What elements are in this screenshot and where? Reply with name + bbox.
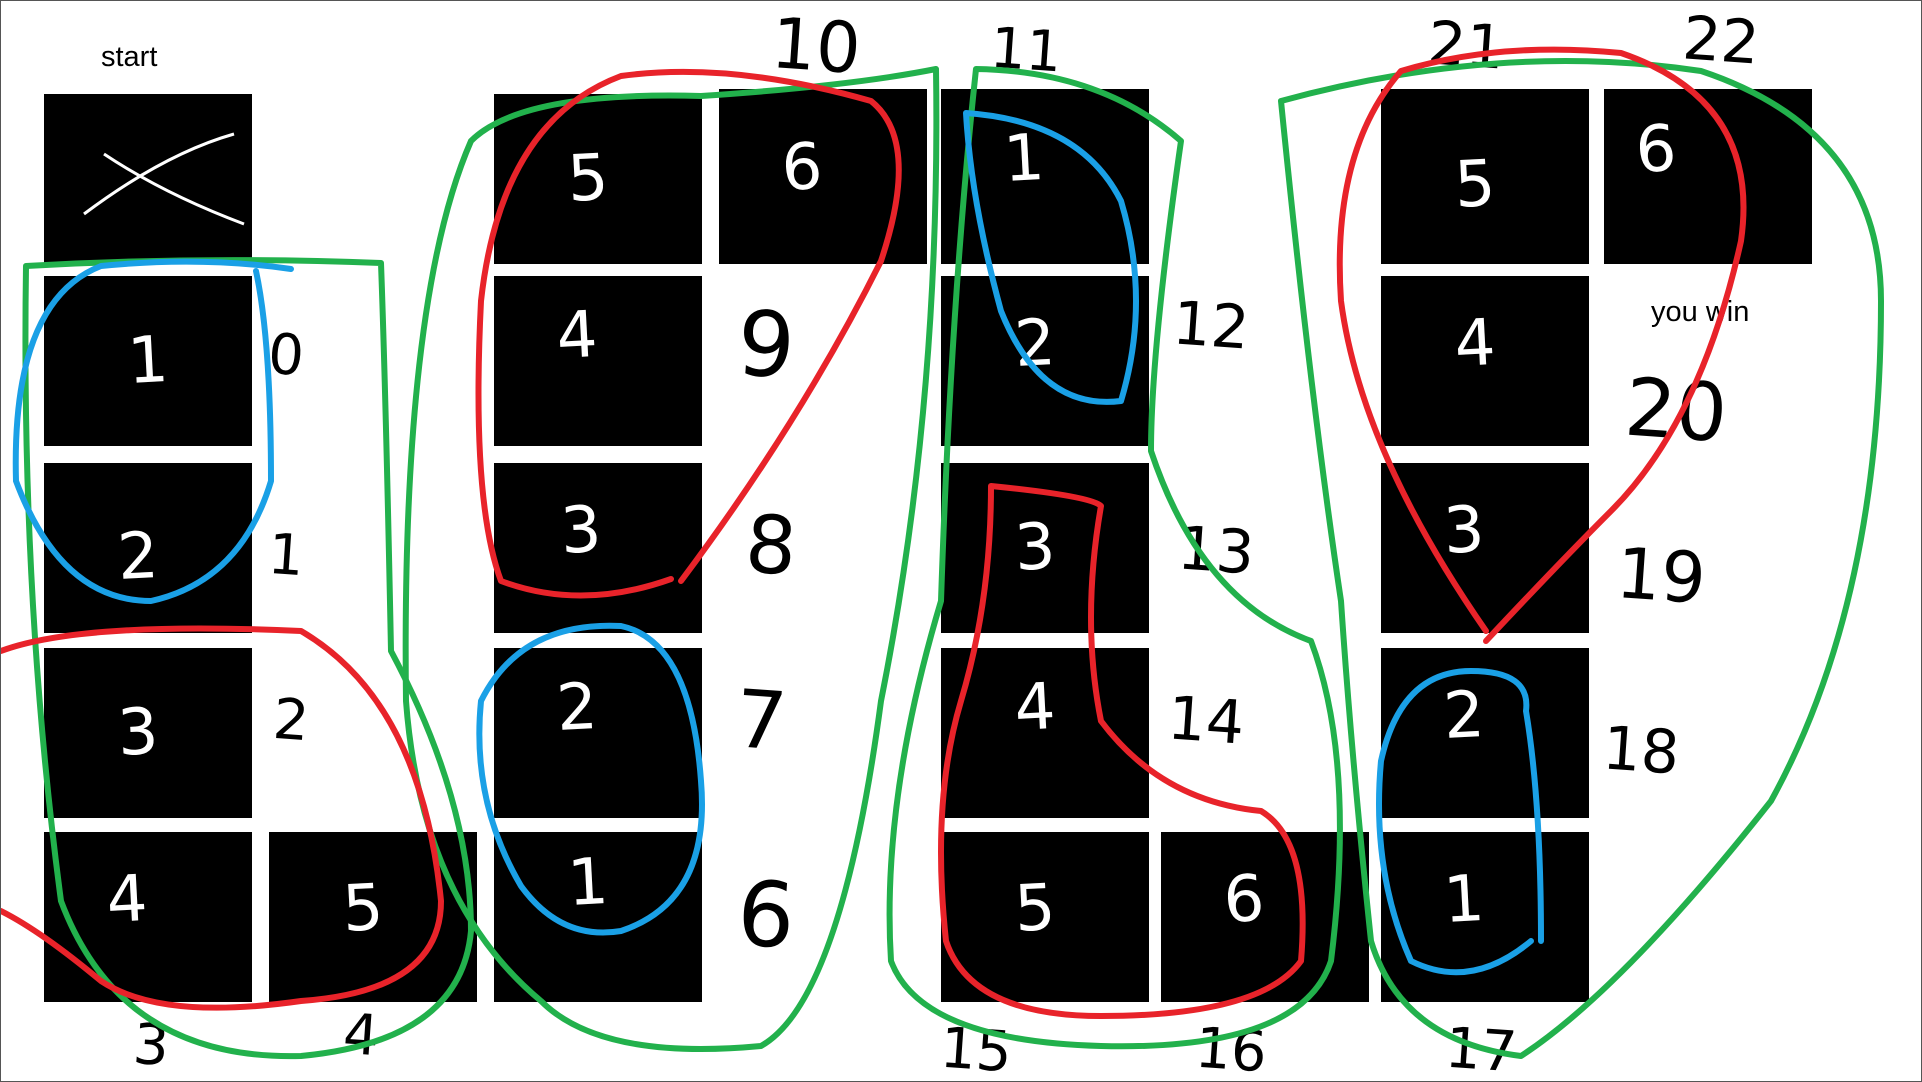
tile-number: 1 <box>125 322 171 400</box>
board-tile: 2 <box>941 276 1149 446</box>
tile-number: 6 <box>1221 861 1267 939</box>
step-number: 3 <box>130 1011 172 1080</box>
you-win-label: you win <box>1651 296 1750 328</box>
board-tile: 1 <box>1381 832 1589 1002</box>
step-number: 16 <box>1193 1015 1269 1082</box>
board-tile: 1 <box>941 89 1149 264</box>
board-tile: 5 <box>941 832 1149 1002</box>
step-number: 9 <box>733 291 799 400</box>
step-number: 22 <box>1680 3 1762 79</box>
tile-number: 1 <box>565 844 610 922</box>
step-number: 4 <box>340 1001 382 1070</box>
step-number: 21 <box>1425 8 1507 84</box>
tile-number: 2 <box>115 518 160 595</box>
step-number: 10 <box>768 1 864 91</box>
board-tile: 4 <box>494 276 702 446</box>
tile-number: 5 <box>565 140 610 218</box>
tile-number: 4 <box>1452 305 1497 383</box>
board-tile: 6 <box>1604 89 1812 264</box>
step-number: 8 <box>742 497 800 594</box>
tile-number: 4 <box>104 861 150 939</box>
board-tile: 6 <box>1161 832 1369 1002</box>
step-number: 20 <box>1622 360 1731 461</box>
tile-number: 3 <box>1441 492 1487 570</box>
tile-number: 5 <box>340 870 385 947</box>
tile-number: 1 <box>1001 120 1047 198</box>
tile-number: 6 <box>1633 112 1679 189</box>
board-tile: 2 <box>494 648 702 818</box>
start-tile <box>44 94 252 264</box>
step-number: 14 <box>1165 683 1247 759</box>
tile-number: 3 <box>115 694 160 772</box>
tile-number: 4 <box>554 297 600 374</box>
board-tile: 2 <box>44 463 252 633</box>
step-number: 11 <box>988 15 1064 86</box>
tile-number: 1 <box>1441 861 1487 939</box>
tile-number: 4 <box>1012 669 1057 746</box>
step-number: 7 <box>732 672 790 769</box>
step-number: 0 <box>265 321 307 390</box>
board-tile: 1 <box>44 276 252 446</box>
board-tile: 5 <box>494 94 702 264</box>
tile-number: 2 <box>1441 677 1487 755</box>
tile-number: 3 <box>559 492 604 570</box>
step-number: 6 <box>733 861 799 970</box>
step-number: 1 <box>265 521 307 590</box>
board-tile: 5 <box>269 832 477 1002</box>
step-number: 12 <box>1170 288 1252 364</box>
step-number: 18 <box>1600 713 1682 789</box>
board-tile: 3 <box>494 463 702 633</box>
board-tile: 6 <box>719 89 927 264</box>
tile-number: 6 <box>779 129 825 206</box>
tile-number: 3 <box>1012 509 1057 587</box>
step-number: 13 <box>1175 513 1257 589</box>
board-tile: 1 <box>494 832 702 1002</box>
x-mark-icon <box>83 132 245 226</box>
step-number: 2 <box>270 686 312 755</box>
board-tile: 3 <box>941 463 1149 633</box>
step-number: 17 <box>1443 1015 1519 1082</box>
board-tile: 5 <box>1381 89 1589 264</box>
board-tile: 4 <box>941 648 1149 818</box>
board-tile: 3 <box>44 648 252 818</box>
tile-number: 5 <box>1452 147 1497 224</box>
board-tile: 2 <box>1381 648 1589 818</box>
board-tile: 4 <box>1381 276 1589 446</box>
board-tile: 3 <box>1381 463 1589 633</box>
step-number: 15 <box>938 1015 1014 1082</box>
step-number: 19 <box>1613 531 1709 621</box>
tile-number: 2 <box>1012 305 1057 383</box>
tile-number: 5 <box>1012 870 1057 947</box>
start-label: start <box>101 41 158 73</box>
board-tile: 4 <box>44 832 252 1002</box>
tile-number: 2 <box>554 669 600 746</box>
